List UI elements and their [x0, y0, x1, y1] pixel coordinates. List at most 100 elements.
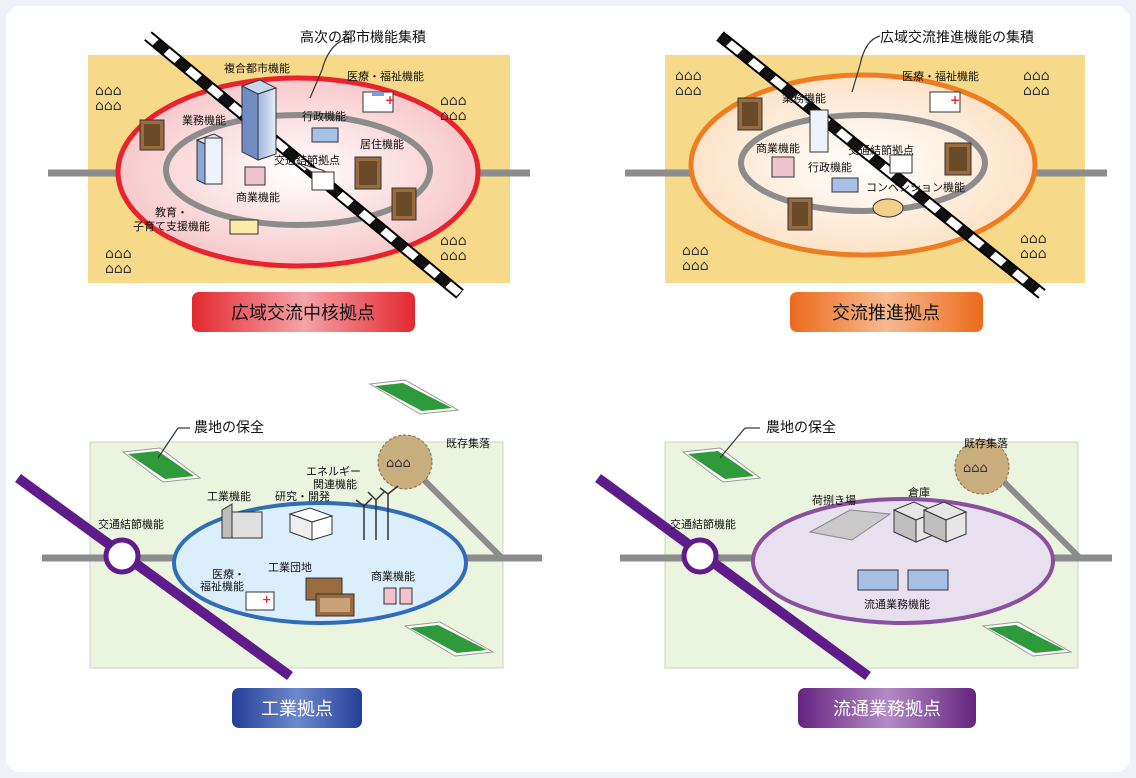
business-building-icon	[139, 119, 165, 151]
unloading-yard-icon	[808, 509, 892, 541]
svg-text:⌂⌂⌂: ⌂⌂⌂	[440, 93, 467, 109]
svg-text:⌂⌂⌂: ⌂⌂⌂	[1023, 83, 1050, 99]
panel-exchange-hub: + ⌂⌂⌂⌂⌂⌂ ⌂⌂⌂⌂⌂⌂ ⌂⌂⌂⌂⌂⌂ ⌂⌂⌂⌂⌂⌂ 広域交流推進機能の集…	[625, 29, 1107, 332]
warehouse-icon	[892, 501, 968, 543]
svg-text:⌂⌂⌂: ⌂⌂⌂	[95, 83, 122, 99]
commerce-building-icon	[771, 156, 795, 178]
svg-text:⌂⌂⌂: ⌂⌂⌂	[95, 98, 122, 114]
label-hub: 交通結節機能	[670, 517, 736, 531]
ring-road	[163, 112, 433, 228]
farmland-icon	[681, 447, 1073, 657]
label-commerce: 商業機能	[236, 190, 280, 204]
label-commerce: 商業機能	[371, 569, 415, 583]
convention-dome-icon	[872, 198, 904, 218]
panel-wide-area-hub: + ⌂⌂⌂⌂⌂⌂ ⌂⌂⌂⌂⌂⌂ ⌂⌂⌂⌂⌂⌂ ⌂⌂⌂⌂⌂⌂ 高次の都市機能集積 …	[48, 29, 530, 332]
badge-exchange	[790, 292, 983, 332]
houses-icon: ⌂⌂⌂⌂⌂⌂ ⌂⌂⌂⌂⌂⌂ ⌂⌂⌂⌂⌂⌂ ⌂⌂⌂⌂⌂⌂	[675, 68, 1050, 274]
village-cluster	[377, 434, 433, 490]
label-unloading: 荷捌き場	[812, 493, 856, 507]
hospital-icon: +	[245, 591, 275, 611]
distribution-building-icon	[857, 569, 949, 591]
svg-text:⌂⌂⌂: ⌂⌂⌂	[440, 248, 467, 264]
svg-text:+: +	[950, 93, 960, 107]
svg-text:⌂⌂⌂: ⌂⌂⌂	[1020, 231, 1047, 247]
admin-building-icon	[311, 127, 339, 143]
station-node	[681, 537, 719, 575]
residence-building-icon	[354, 156, 382, 190]
callout-leader	[157, 427, 179, 459]
label-education-2: 子育て支援機能	[133, 219, 210, 233]
hub-station-icon	[889, 154, 913, 174]
label-admin: 行政機能	[808, 160, 852, 174]
badge-industrial-text: 工業拠点	[261, 699, 333, 720]
badge-wide-area	[192, 292, 415, 332]
label-estate: 工業団地	[268, 561, 312, 574]
label-village: 既存集落	[964, 436, 1008, 450]
label-commerce: 商業機能	[756, 141, 800, 155]
hospital-icon: +	[929, 91, 961, 113]
label-admin: 行政機能	[302, 109, 346, 123]
callout-text: 高次の都市機能集積	[300, 29, 426, 46]
svg-text:+: +	[262, 593, 271, 606]
core-zone-ring	[115, 75, 481, 269]
core-zone-ring	[688, 72, 1038, 258]
svg-text:⌂⌂⌂: ⌂⌂⌂	[1023, 68, 1050, 84]
label-warehouse: 倉庫	[908, 485, 930, 499]
svg-text:⌂⌂⌂: ⌂⌂⌂	[675, 83, 702, 99]
rail-line	[15, 473, 293, 681]
label-business: 業務機能	[782, 91, 826, 105]
label-medical: 医療・福祉機能	[347, 69, 424, 83]
label-distribution: 流通業務機能	[864, 597, 930, 611]
village-cluster	[954, 439, 1010, 495]
label-complex: 複合都市機能	[224, 61, 290, 75]
business-building-icon	[737, 97, 763, 131]
callout-leader	[851, 35, 881, 93]
business-building-2-icon	[944, 142, 972, 176]
label-village: 既存集落	[446, 436, 490, 450]
label-hub: 交通結節拠点	[848, 143, 914, 157]
label-hub: 交通結節機能	[98, 517, 164, 531]
panel-industrial-hub: ⌂⌂⌂ +	[15, 379, 542, 728]
complex-tower-icon	[240, 79, 278, 161]
office-tower-icon	[809, 109, 829, 153]
panel-logistics-hub: ⌂⌂⌂ 農地の保全 既存集落 荷捌き場 倉庫 交通結節機能	[595, 419, 1112, 728]
label-medical-2: 福祉機能	[200, 579, 244, 593]
railway-line	[717, 32, 1045, 298]
svg-text:⌂⌂⌂: ⌂⌂⌂	[682, 243, 709, 259]
village-road	[407, 463, 505, 561]
label-convention: コンベンション機能	[866, 180, 965, 194]
village-houses-icon: ⌂⌂⌂	[963, 461, 988, 476]
commerce-building-icon	[383, 587, 413, 605]
houses-icon: ⌂⌂⌂⌂⌂⌂ ⌂⌂⌂⌂⌂⌂ ⌂⌂⌂⌂⌂⌂ ⌂⌂⌂⌂⌂⌂	[95, 83, 467, 277]
svg-text:⌂⌂⌂: ⌂⌂⌂	[105, 246, 132, 262]
factory-icon	[221, 503, 263, 539]
callout-leader	[309, 37, 353, 99]
label-education-1: 教育・	[155, 205, 188, 219]
callout-text: 農地の保全	[766, 419, 836, 436]
label-energy-1: エネルギー	[306, 465, 361, 478]
label-business: 業務機能	[182, 113, 226, 127]
callout-text: 農地の保全	[194, 419, 264, 436]
label-medical: 医療・福祉機能	[902, 69, 979, 83]
svg-text:⌂⌂⌂: ⌂⌂⌂	[682, 258, 709, 274]
commerce-building-icon	[244, 166, 266, 186]
svg-text:⌂⌂⌂: ⌂⌂⌂	[440, 108, 467, 124]
residence-building-2-icon	[391, 187, 417, 221]
ring-road	[738, 112, 988, 214]
svg-text:⌂⌂⌂: ⌂⌂⌂	[1020, 246, 1047, 262]
hospital-icon: +	[362, 91, 395, 113]
wind-turbine-icon	[355, 485, 399, 540]
school-icon	[229, 219, 259, 235]
badge-industrial	[232, 688, 362, 728]
label-research: 研究・開発	[275, 489, 330, 503]
station-node	[103, 537, 141, 575]
rail-line	[595, 473, 871, 681]
svg-text:⌂⌂⌂: ⌂⌂⌂	[105, 261, 132, 277]
svg-text:⌂⌂⌂: ⌂⌂⌂	[675, 68, 702, 84]
village-houses-icon: ⌂⌂⌂	[386, 456, 411, 471]
callout-leader	[719, 427, 746, 459]
badge-logistics-text: 流通業務拠点	[833, 699, 941, 720]
admin-building-icon	[831, 177, 859, 193]
